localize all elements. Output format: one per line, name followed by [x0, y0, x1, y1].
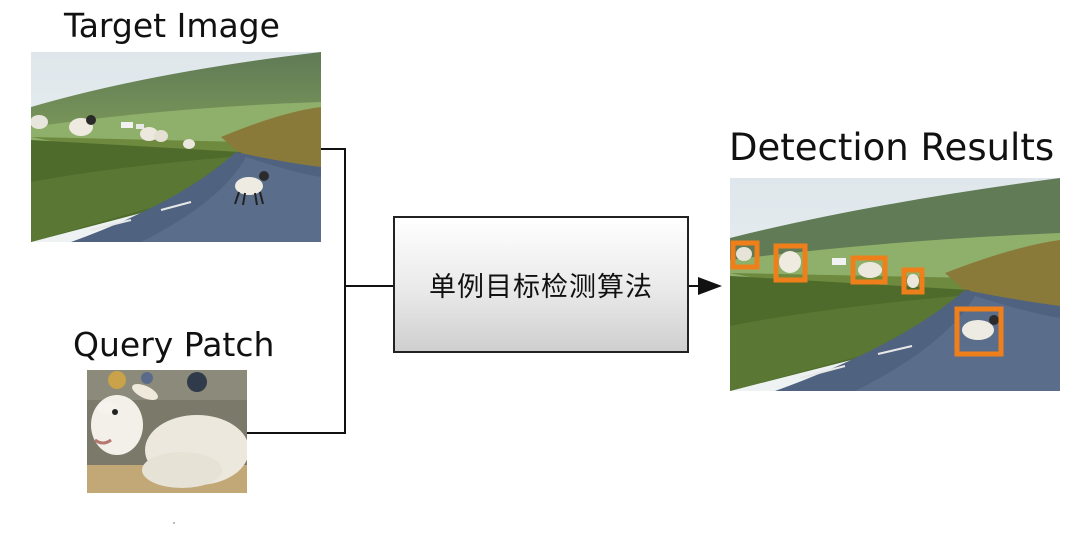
arrow-head-icon — [698, 277, 722, 295]
detection-results-image — [730, 178, 1060, 391]
target-image-title: Target Image — [64, 6, 280, 45]
query-patch-title: Query Patch — [73, 325, 275, 364]
algorithm-box: 单例目标检测算法 — [393, 216, 689, 353]
detection-box — [730, 240, 760, 270]
query-patch-image — [87, 370, 247, 493]
detection-box — [773, 243, 808, 283]
algorithm-label: 单例目标检测算法 — [429, 272, 653, 303]
stray-dot — [173, 522, 175, 524]
detection-box — [954, 306, 1004, 357]
detection-box — [850, 255, 888, 285]
detection-box — [901, 267, 925, 295]
detection-results-title: Detection Results — [729, 126, 1055, 169]
target-connector — [321, 148, 346, 434]
target-image — [31, 52, 321, 242]
